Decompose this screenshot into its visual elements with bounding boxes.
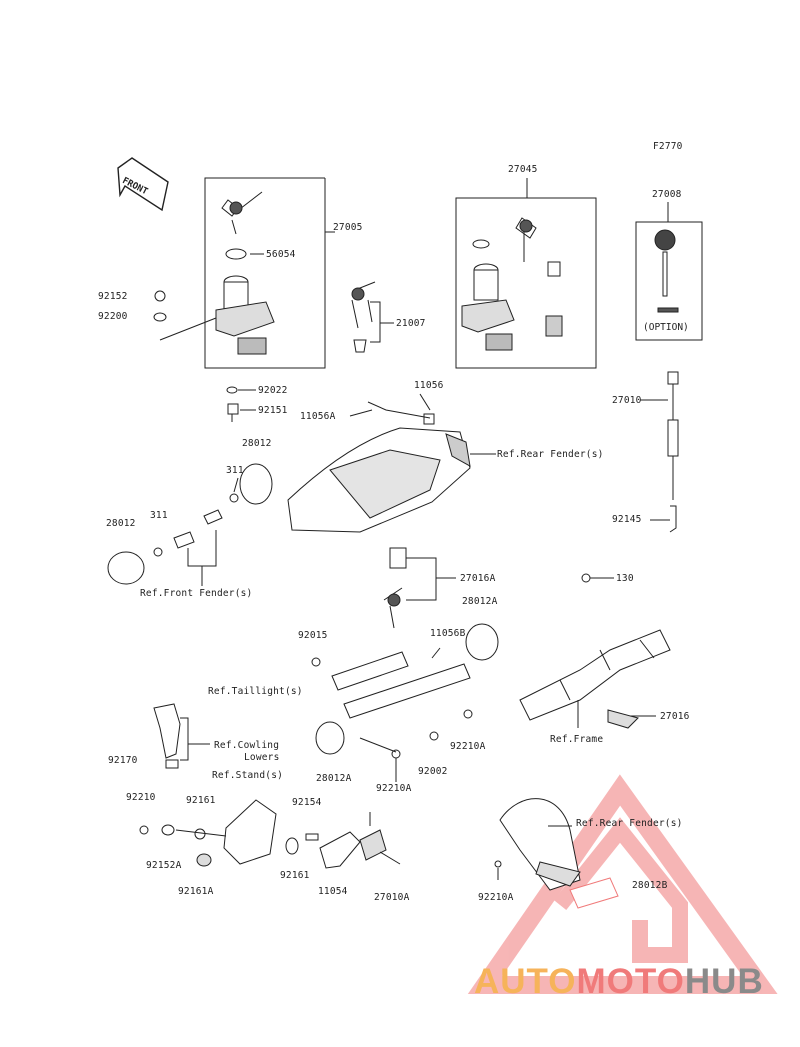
cap-28012A-bottom xyxy=(315,721,345,755)
nut-92210A-c xyxy=(494,860,502,868)
reflector-28012B xyxy=(569,877,619,909)
label-56054[interactable]: 56054 xyxy=(266,249,296,260)
label-28012A-bottom[interactable]: 28012A xyxy=(316,773,352,784)
label-11056[interactable]: 11056 xyxy=(414,380,444,391)
label-28012-left[interactable]: 28012 xyxy=(106,518,136,529)
bolt-92151 xyxy=(227,403,239,422)
label-92210A-c[interactable]: 92210A xyxy=(478,892,514,903)
diagram-code: F2770 xyxy=(653,141,683,152)
ref-cowling-line1[interactable]: Ref.Cowling xyxy=(214,740,280,751)
washer-56054 xyxy=(225,248,247,260)
spacer-left xyxy=(173,531,195,549)
washer-92022 xyxy=(226,386,238,394)
label-21007[interactable]: 21007 xyxy=(396,318,426,329)
ignition-switch-icon xyxy=(215,275,275,355)
label-92152[interactable]: 92152 xyxy=(98,291,128,302)
stand-bracket xyxy=(223,799,277,865)
label-92022[interactable]: 92022 xyxy=(258,385,288,396)
bolt-92002 xyxy=(429,731,439,741)
bracket-11054 xyxy=(319,831,361,869)
cap-28012-left xyxy=(107,551,145,585)
label-92210[interactable]: 92210 xyxy=(126,792,156,803)
ref-cowling-line2[interactable]: Lowers xyxy=(244,752,280,763)
nut-311-top xyxy=(229,493,239,503)
bolt-92170 xyxy=(165,759,179,769)
switch-27010A-icon xyxy=(359,812,401,865)
ref-rear-fender-top[interactable]: Ref.Rear Fender(s) xyxy=(497,449,604,460)
label-92145[interactable]: 92145 xyxy=(612,514,642,525)
label-92152A[interactable]: 92152A xyxy=(146,860,182,871)
label-92161A[interactable]: 92161A xyxy=(178,886,214,897)
cap-28012-top xyxy=(239,463,273,505)
bracket-27008 xyxy=(635,221,703,341)
label-92170[interactable]: 92170 xyxy=(108,755,138,766)
nut-92161-a xyxy=(194,828,206,840)
label-92151[interactable]: 92151 xyxy=(258,405,288,416)
label-130[interactable]: 130 xyxy=(616,573,634,584)
nut-92015 xyxy=(311,657,321,667)
label-28012A-top[interactable]: 28012A xyxy=(462,596,498,607)
label-311-left[interactable]: 311 xyxy=(150,510,168,521)
ref-frame[interactable]: Ref.Frame xyxy=(550,734,604,745)
key-blank-icon xyxy=(654,229,679,313)
ignition-key-icon xyxy=(221,191,263,235)
bolt-92154 xyxy=(305,833,319,841)
label-92154[interactable]: 92154 xyxy=(292,797,322,808)
collar-92161A xyxy=(196,853,212,867)
label-11056A[interactable]: 11056A xyxy=(300,411,336,422)
nut-92210A-a xyxy=(463,709,473,719)
bracket-27005 xyxy=(204,177,326,369)
bracket-27045 xyxy=(455,197,597,369)
taillight-bracket xyxy=(331,651,471,719)
label-27016A[interactable]: 27016A xyxy=(460,573,496,584)
label-28012B[interactable]: 28012B xyxy=(632,880,668,891)
cap-28012A-top xyxy=(465,623,499,661)
nut-311-left xyxy=(153,547,163,557)
watermark-text: AUTOMOTOHUB xyxy=(474,962,764,1002)
nut-92161-b xyxy=(285,837,299,855)
washer-92200 xyxy=(153,312,167,322)
washer-92152A xyxy=(161,824,175,836)
nut-92210 xyxy=(139,825,149,835)
label-27010[interactable]: 27010 xyxy=(612,395,642,406)
ref-rear-fender-bottom[interactable]: Ref.Rear Fender(s) xyxy=(576,818,683,829)
ignition-switch-set-icon xyxy=(461,217,563,351)
label-28012-top[interactable]: 28012 xyxy=(242,438,272,449)
switch-27016A-icon xyxy=(383,547,407,629)
label-27005[interactable]: 27005 xyxy=(333,222,363,233)
frame-icon xyxy=(519,629,671,729)
label-92161-b[interactable]: 92161 xyxy=(280,870,310,881)
label-27045[interactable]: 27045 xyxy=(508,164,538,175)
label-92015[interactable]: 92015 xyxy=(298,630,328,641)
label-311-top[interactable]: 311 xyxy=(226,465,244,476)
nut-92152 xyxy=(154,290,166,302)
ref-stand[interactable]: Ref.Stand(s) xyxy=(212,770,284,781)
label-11054[interactable]: 11054 xyxy=(318,886,348,897)
label-27016[interactable]: 27016 xyxy=(660,711,690,722)
watermark-part-hub: HUB xyxy=(684,962,764,1001)
watermark-part-moto: MOTO xyxy=(576,962,685,1001)
label-92002[interactable]: 92002 xyxy=(418,766,448,777)
label-27008[interactable]: 27008 xyxy=(652,189,682,200)
rear-fender-icon xyxy=(287,427,471,533)
watermark-part-auto: AUTO xyxy=(474,962,577,1001)
label-92161-a[interactable]: 92161 xyxy=(186,795,216,806)
front-arrow-icon xyxy=(117,157,169,212)
ref-taillight[interactable]: Ref.Taillight(s) xyxy=(208,686,303,697)
option-label: (OPTION) xyxy=(643,322,689,333)
label-27010A[interactable]: 27010A xyxy=(374,892,410,903)
switch-27010-icon xyxy=(667,371,679,533)
label-92210A-b[interactable]: 92210A xyxy=(376,783,412,794)
bolt-130 xyxy=(581,573,591,583)
label-92210A-a[interactable]: 92210A xyxy=(450,741,486,752)
key-set-21007-icon xyxy=(351,281,376,353)
cowling-bracket xyxy=(153,703,181,759)
bracket-11056 xyxy=(367,401,435,425)
ref-front-fender[interactable]: Ref.Front Fender(s) xyxy=(140,588,253,599)
label-11056B[interactable]: 11056B xyxy=(430,628,466,639)
rear-fender-lower-icon xyxy=(499,798,581,891)
spacer-top xyxy=(203,509,223,525)
label-92200[interactable]: 92200 xyxy=(98,311,128,322)
